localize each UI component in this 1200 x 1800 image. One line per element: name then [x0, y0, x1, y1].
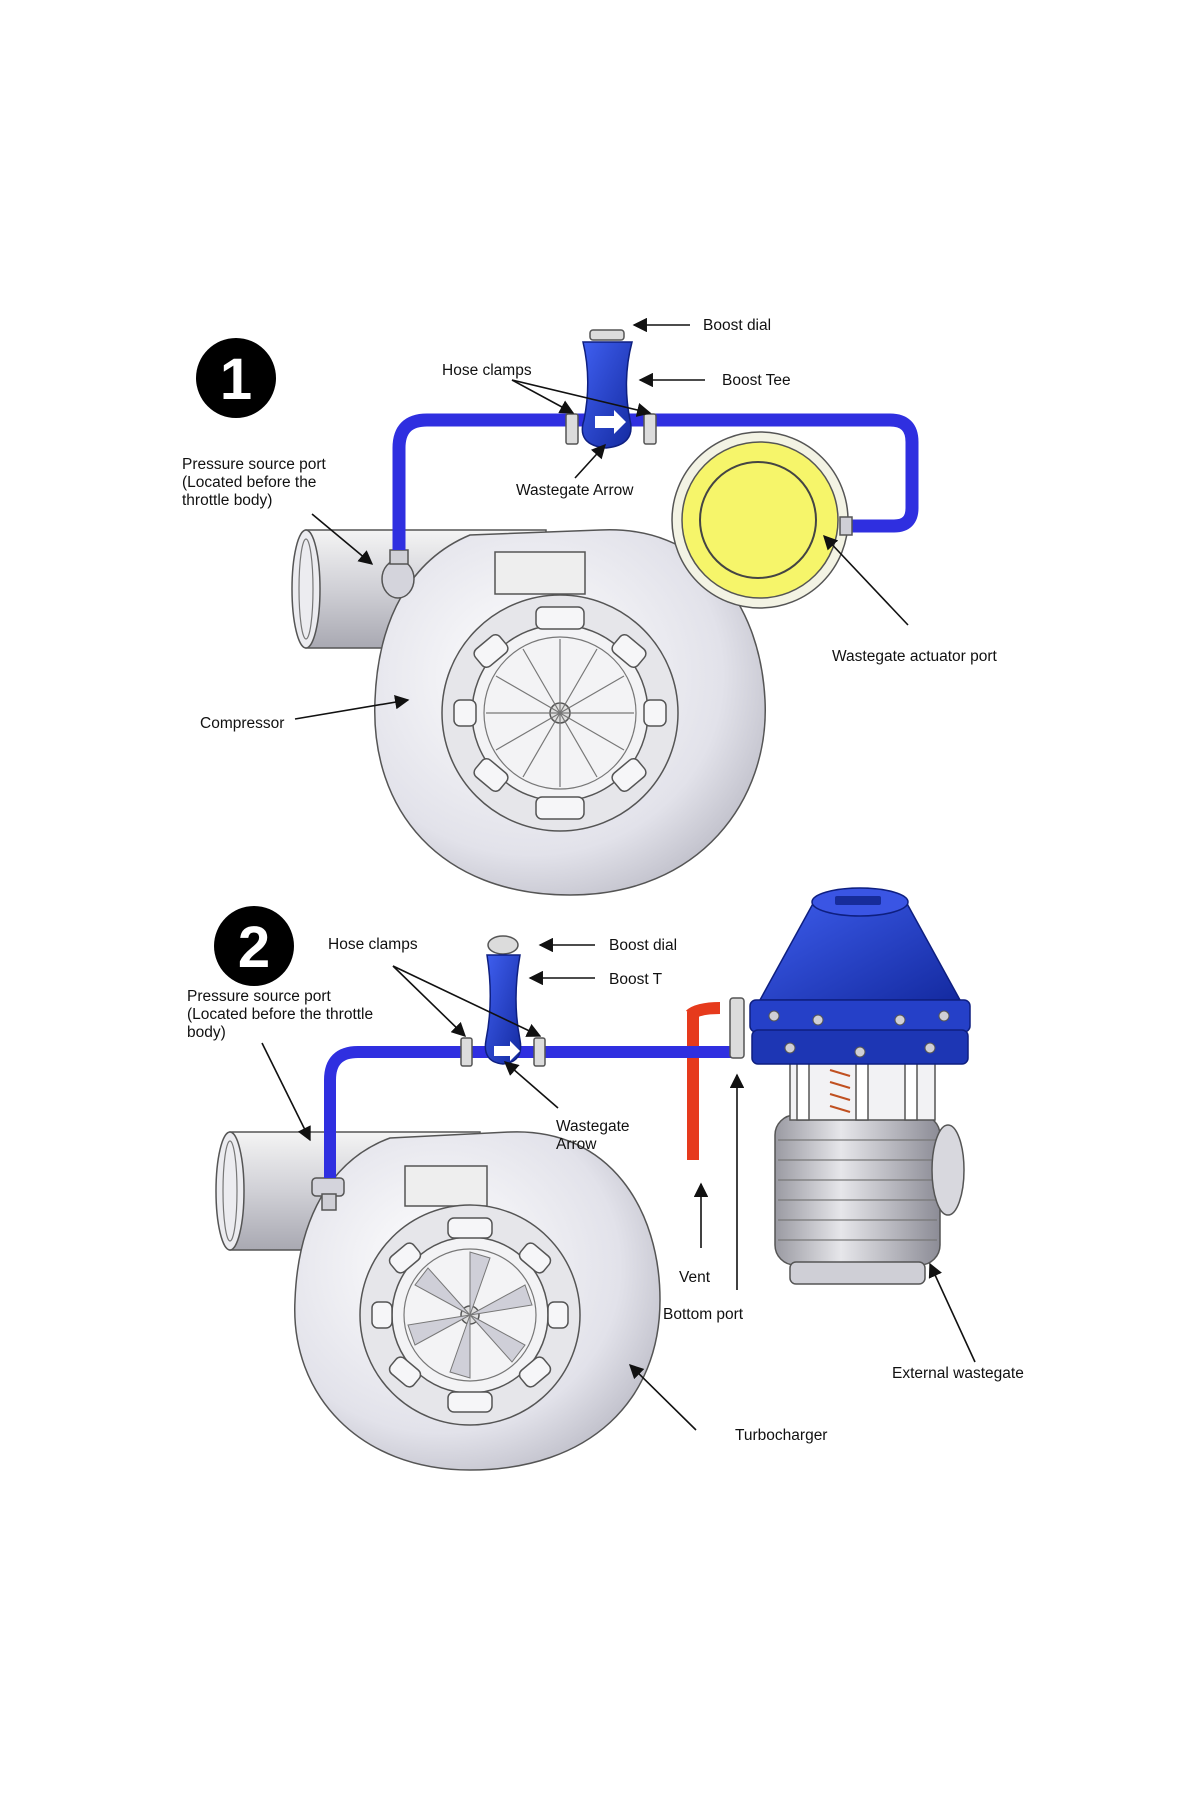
label-turbocharger: Turbocharger — [735, 1427, 827, 1444]
label-boost-tee: Boost Tee — [722, 372, 791, 389]
svg-text:Pressure source port: Pressure source port — [182, 456, 327, 473]
diagram-1: 1 — [182, 317, 998, 896]
label-wastegate-actuator-port: Wastegate actuator port — [832, 648, 998, 665]
label-vent: Vent — [679, 1269, 711, 1286]
turbine-wheel-blades — [407, 1251, 533, 1379]
label-bottom-port: Bottom port — [663, 1306, 744, 1323]
svg-text:body): body) — [187, 1024, 226, 1041]
vent-tube — [686, 1002, 721, 1160]
compressor-housing — [374, 529, 766, 896]
svg-text:Wastegate: Wastegate — [556, 1118, 630, 1135]
vacuum-hose-2 — [324, 1046, 742, 1178]
label-hose-clamps-2: Hose clamps — [328, 936, 418, 953]
leaders-2 — [261, 937, 976, 1431]
label-hose-clamps-1: Hose clamps — [442, 362, 532, 379]
svg-text:2: 2 — [238, 915, 270, 980]
boost-tee-1 — [565, 329, 657, 449]
svg-text:(Located before the: (Located before the — [182, 474, 316, 491]
boost-tee-2 — [460, 935, 546, 1067]
diagram-2: 2 — [187, 887, 1024, 1471]
label-compressor: Compressor — [200, 715, 284, 732]
label-pressure-source-port-1: Pressure source port (Located before the… — [182, 456, 327, 509]
label-wastegate-arrow-1: Wastegate Arrow — [516, 482, 634, 499]
external-wastegate — [729, 887, 971, 1285]
vacuum-hose-1 — [392, 413, 919, 550]
label-wastegate-arrow-2: Wastegate Arrow — [556, 1118, 630, 1153]
compressor-wheel-blades — [486, 639, 634, 787]
label-boost-dial-2: Boost dial — [609, 937, 677, 954]
svg-text:Arrow: Arrow — [556, 1136, 597, 1153]
svg-text:throttle body): throttle body) — [182, 492, 272, 509]
step-badge-1: 1 — [196, 338, 276, 418]
step-badge-2: 2 — [214, 906, 294, 986]
wastegate-actuator — [671, 431, 849, 609]
svg-text:1: 1 — [220, 347, 252, 412]
label-boost-dial-1: Boost dial — [703, 317, 771, 334]
label-pressure-source-port-2: Pressure source port (Located before the… — [187, 988, 373, 1041]
label-external-wastegate: External wastegate — [892, 1365, 1024, 1382]
label-boost-t: Boost T — [609, 971, 663, 988]
svg-text:Pressure source port: Pressure source port — [187, 988, 332, 1005]
turbocharger-housing — [294, 1131, 661, 1471]
svg-text:(Located before the throttle: (Located before the throttle — [187, 1006, 373, 1023]
leaders-1 — [294, 317, 909, 720]
